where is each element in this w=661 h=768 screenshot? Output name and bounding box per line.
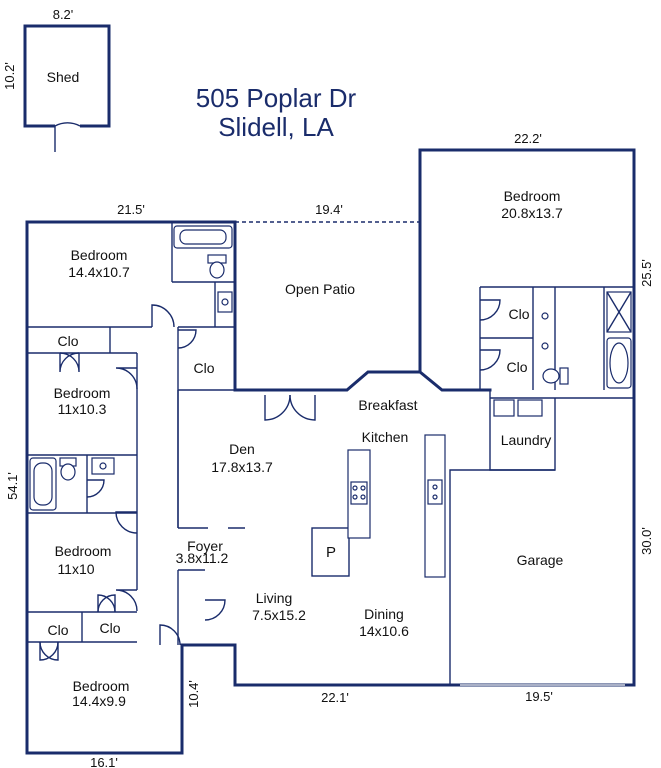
doors <box>39 299 501 661</box>
dim-top-left: 21.5' <box>117 202 145 217</box>
room-labels: Bedroom 14.4x10.7 Clo Bedroom 11x10.3 Cl… <box>47 188 563 709</box>
label-bedroom-nw: Bedroom <box>71 247 128 263</box>
size-bedroom-w3: 11x10 <box>57 561 94 577</box>
shed-depth-dim: 10.2' <box>2 62 17 90</box>
fixtures <box>29 225 632 511</box>
label-bedroom-w2: Bedroom <box>54 385 111 401</box>
size-living: 7.5x15.2 <box>252 607 306 623</box>
interior-walls <box>27 222 634 686</box>
label-laundry: Laundry <box>501 432 552 448</box>
dimension-labels: 21.5' 19.4' 22.2' 25.5' 30.0' 54.1' 22.1… <box>5 131 654 768</box>
dim-bottom-left: 16.1' <box>90 755 118 768</box>
shed-label: Shed <box>47 69 80 85</box>
label-bedroom-w3: Bedroom <box>55 543 112 559</box>
label-pantry: P <box>326 544 336 561</box>
dim-left-side: 54.1' <box>5 472 20 500</box>
address-line-1: 505 Poplar Dr <box>196 83 357 113</box>
size-bedroom-sw: 14.4x9.9 <box>72 693 126 709</box>
dim-right-lower: 30.0' <box>639 527 654 555</box>
size-foyer: 3.8x11.2 <box>176 550 229 566</box>
label-clo-hall: Clo <box>193 360 214 376</box>
label-breakfast: Breakfast <box>358 397 417 413</box>
label-kitchen: Kitchen <box>362 429 409 445</box>
label-living: Living <box>256 590 293 606</box>
label-clo-1: Clo <box>57 333 78 349</box>
label-clo-ne1: Clo <box>508 306 529 322</box>
dim-sw-jog: 10.4' <box>186 680 201 708</box>
size-den: 17.8x13.7 <box>211 459 273 475</box>
label-clo-ne2: Clo <box>506 359 527 375</box>
label-garage: Garage <box>517 552 564 568</box>
dim-top-right: 22.2' <box>514 131 542 146</box>
size-bedroom-w2: 11x10.3 <box>58 401 107 417</box>
dim-bottom-middle: 22.1' <box>321 690 349 705</box>
exterior-walls <box>25 148 636 755</box>
label-bedroom-sw: Bedroom <box>73 678 130 694</box>
label-clo-sw1: Clo <box>47 622 68 638</box>
size-bedroom-nw: 14.4x10.7 <box>68 264 130 280</box>
label-den: Den <box>229 441 255 457</box>
shed: Shed 8.2' 10.2' <box>2 7 111 152</box>
size-bedroom-ne: 20.8x13.7 <box>501 205 563 221</box>
dim-patio-width: 19.4' <box>315 202 343 217</box>
dim-bottom-right: 19.5' <box>525 689 553 704</box>
label-bedroom-ne: Bedroom <box>504 188 561 204</box>
address-line-2: Slidell, LA <box>218 112 334 142</box>
shed-width-dim: 8.2' <box>53 7 74 22</box>
label-foyer: Foyer <box>187 538 223 554</box>
label-clo-sw2: Clo <box>99 620 120 636</box>
size-dining: 14x10.6 <box>359 623 409 639</box>
label-dining: Dining <box>364 606 404 622</box>
label-open-patio: Open Patio <box>285 281 355 297</box>
dim-right-upper: 25.5' <box>639 259 654 287</box>
